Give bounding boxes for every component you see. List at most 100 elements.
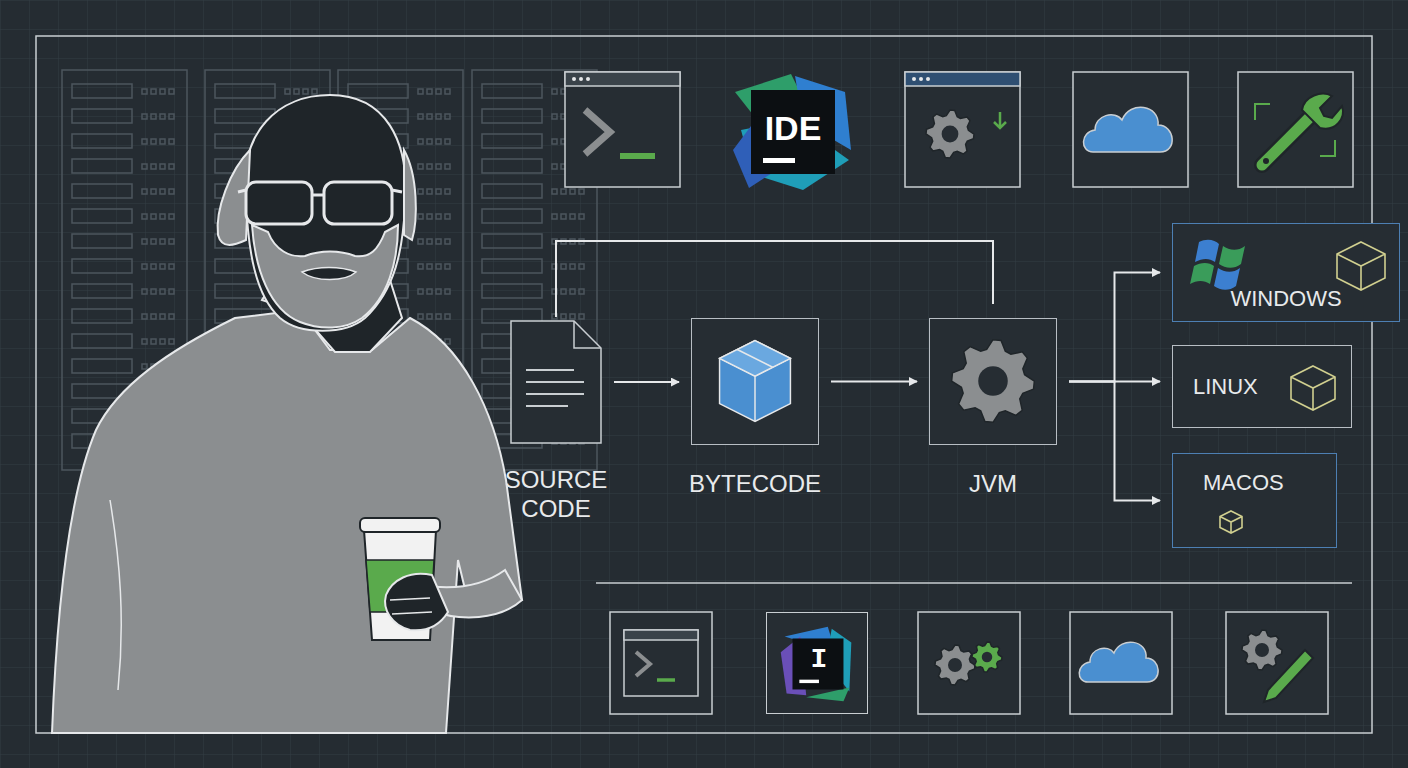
settings-window-icon xyxy=(919,77,923,81)
terminal-icon xyxy=(624,630,698,640)
server-racks xyxy=(482,259,542,273)
server-racks xyxy=(482,134,542,148)
cloud-icon xyxy=(1083,107,1172,152)
node-label: I xyxy=(793,643,845,677)
server-racks xyxy=(215,84,275,98)
mouth xyxy=(302,268,356,280)
server-racks xyxy=(418,139,450,144)
server-racks xyxy=(72,134,132,148)
server-racks xyxy=(482,84,542,98)
settings-window-icon xyxy=(905,72,1020,86)
server-racks xyxy=(482,159,542,173)
jvm-gear xyxy=(930,319,1056,444)
jvm-gear xyxy=(978,366,1008,396)
server-racks xyxy=(482,184,542,198)
frame xyxy=(36,36,1372,733)
node-label: MACOS xyxy=(1203,470,1284,496)
gear xyxy=(982,652,993,663)
server-racks xyxy=(482,109,542,123)
server-racks xyxy=(482,284,542,298)
server-racks xyxy=(418,264,450,269)
intellij-logo-box: I xyxy=(766,612,868,714)
bytecode-cube xyxy=(720,341,791,422)
node-label: LINUX xyxy=(1193,374,1258,400)
server-racks xyxy=(482,234,542,248)
glasses-bridge xyxy=(238,190,402,195)
windows-icons xyxy=(1219,246,1245,268)
server-racks xyxy=(418,89,450,94)
gear xyxy=(1242,630,1282,670)
divider-line xyxy=(596,582,1352,584)
server-racks xyxy=(142,114,174,119)
intellij-logo xyxy=(806,688,849,702)
terminal-icon xyxy=(579,77,583,81)
terminal-icon xyxy=(585,110,610,154)
server-racks xyxy=(72,84,132,98)
server-racks xyxy=(418,214,450,219)
bytecode-node: BYTECODE xyxy=(691,318,819,445)
server-racks xyxy=(72,334,132,348)
server-racks xyxy=(418,289,450,294)
bytecode-cube xyxy=(692,319,818,444)
server-racks xyxy=(72,309,132,323)
cloud-icon xyxy=(1070,612,1172,714)
terminal-icon xyxy=(624,630,698,696)
server-racks xyxy=(285,89,317,94)
server-racks xyxy=(72,259,132,273)
hair xyxy=(404,150,416,240)
gear-pencil-icon xyxy=(1226,612,1328,714)
gear xyxy=(972,642,1002,672)
server-racks xyxy=(142,289,174,294)
server-racks xyxy=(142,164,174,169)
cup-lid xyxy=(360,518,440,532)
server-racks xyxy=(72,184,132,198)
ide-logo-shape xyxy=(763,158,795,163)
hand xyxy=(385,574,448,631)
node-label: WINDOWS xyxy=(1173,286,1399,312)
server-racks xyxy=(142,189,174,194)
fingers xyxy=(390,598,432,614)
connector-arrow xyxy=(1069,273,1160,382)
gear xyxy=(935,645,975,685)
intellij-logo xyxy=(799,680,819,683)
server-racks xyxy=(418,189,450,194)
connector-arrow xyxy=(614,381,679,383)
wrench-icon xyxy=(1263,158,1269,164)
wrench-icon xyxy=(1238,72,1353,187)
server-racks xyxy=(142,214,174,219)
wrench-icon xyxy=(1262,117,1310,165)
server-racks xyxy=(418,239,450,244)
node-label: SOURCE CODE xyxy=(491,466,621,524)
node-label: JVM xyxy=(893,470,1093,499)
server-racks xyxy=(482,209,542,223)
terminal-icon xyxy=(610,612,712,714)
server-racks xyxy=(72,209,132,223)
gear xyxy=(935,645,975,685)
cloud-icon xyxy=(1079,642,1158,682)
connector-arrow xyxy=(1069,382,1160,501)
source-file-node: SOURCE CODE xyxy=(510,320,602,444)
gear xyxy=(972,642,1002,672)
connector-arrow xyxy=(556,241,993,317)
server-racks xyxy=(72,234,132,248)
sleeve-line xyxy=(110,500,121,690)
gear xyxy=(942,126,959,143)
terminal-icon xyxy=(565,72,680,86)
server-racks xyxy=(552,214,584,219)
wrench-icon xyxy=(1302,94,1343,129)
cloud-icon xyxy=(1073,72,1188,187)
server-racks xyxy=(142,89,174,94)
bytecode-cube xyxy=(737,350,772,368)
windows-icons xyxy=(1337,242,1385,290)
windows-icons xyxy=(1190,263,1214,284)
node-label: BYTECODE xyxy=(655,470,855,499)
settings-window-icon xyxy=(994,112,1006,128)
server-racks xyxy=(72,284,132,298)
jvm-gear xyxy=(952,340,1035,423)
terminal-icon xyxy=(586,77,590,81)
settings-window-icon xyxy=(912,77,916,81)
server-racks xyxy=(72,159,132,173)
ide-logo: IDE xyxy=(733,70,853,192)
